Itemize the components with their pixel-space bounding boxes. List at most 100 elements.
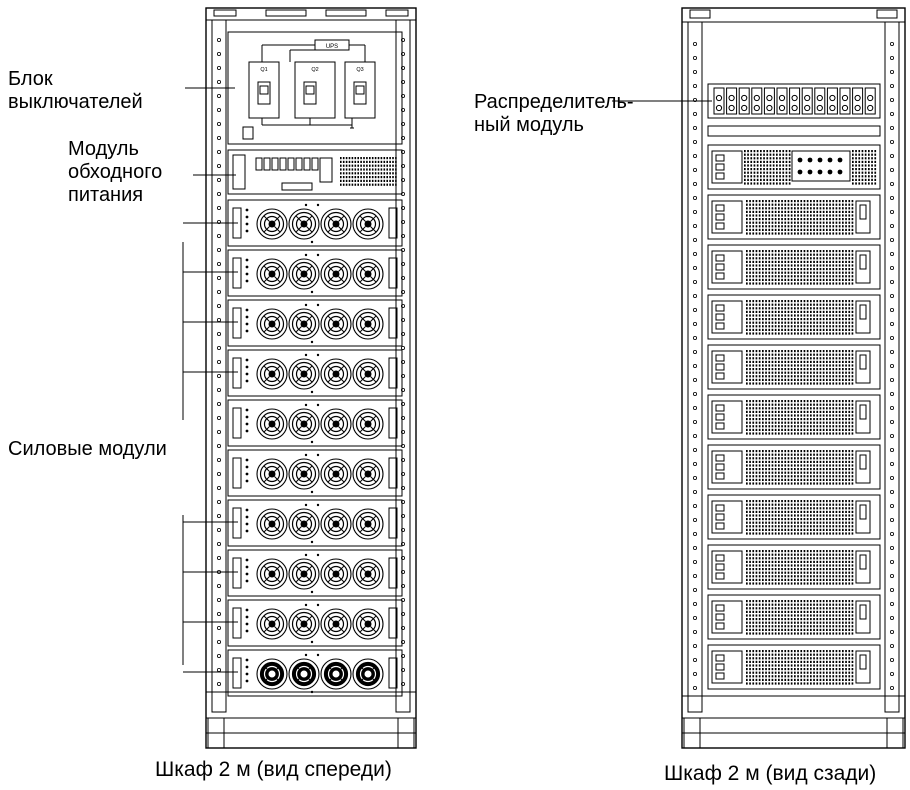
vent-slot (765, 200, 767, 203)
vent-slot (851, 410, 854, 413)
vent-slot (810, 468, 812, 471)
front-left-post (211, 19, 227, 713)
fan-spoke (274, 665, 281, 672)
vent-slot (813, 657, 815, 660)
vent-slot (819, 571, 822, 574)
power-module (227, 399, 403, 447)
vent-slot (826, 232, 828, 235)
vent-slot (774, 260, 777, 263)
vent-slot (794, 364, 796, 367)
vent-slot (755, 682, 758, 685)
vent-slot (813, 518, 815, 521)
vent-slot (810, 550, 812, 553)
vent-slot (778, 264, 780, 267)
vent-slot (758, 475, 761, 478)
vent-slot (822, 550, 825, 553)
vent-slot (838, 250, 841, 253)
vent-slot (794, 671, 796, 674)
vent-slot (816, 360, 819, 363)
vent-slot (752, 364, 755, 367)
vent-slot (835, 353, 838, 356)
vent-slot (746, 500, 748, 503)
vent-slot (797, 325, 799, 328)
vent-slot (822, 507, 825, 510)
vent-slot (383, 168, 386, 171)
vent-slot (822, 557, 825, 560)
vent-slot (797, 210, 799, 213)
vent-slot (829, 557, 831, 560)
vent-slot (765, 550, 767, 553)
rack-hole (693, 433, 698, 438)
vent-slot (819, 564, 822, 567)
vent-slot (800, 507, 803, 510)
vent-slot (797, 503, 799, 506)
terminal-dot (837, 169, 843, 175)
rear-vent-mesh (746, 400, 854, 435)
vent-slot (829, 264, 831, 267)
vent-slot (806, 475, 809, 478)
vent-slot (746, 650, 748, 653)
vent-slot (746, 568, 748, 571)
vent-slot (744, 160, 746, 163)
vent-slot (800, 464, 803, 467)
power-module-chassis (227, 349, 403, 397)
fan-ring (295, 315, 313, 333)
vent-slot (829, 625, 831, 628)
vent-slot (774, 610, 777, 613)
vent-slot (784, 214, 787, 217)
vent-slot (781, 414, 783, 417)
vent-slot (838, 621, 841, 624)
vent-slot (746, 471, 748, 474)
vent-slot (822, 482, 825, 485)
vent-slot (858, 153, 861, 156)
vent-slot (851, 350, 854, 353)
vent-slot (835, 418, 838, 421)
vent-slot (774, 600, 777, 603)
vent-slot (816, 614, 819, 617)
vent-slot (771, 514, 774, 517)
vent-slot (758, 471, 761, 474)
vent-slot (774, 250, 777, 253)
vent-slot (835, 650, 838, 653)
vent-slot (832, 260, 835, 263)
vent-slot (762, 471, 764, 474)
vent-slot (810, 671, 812, 674)
vent-slot (774, 307, 777, 310)
status-led (245, 629, 249, 633)
vent-slot (838, 268, 841, 271)
vent-slot (822, 225, 825, 228)
vent-slot (835, 514, 838, 517)
vent-slot (790, 200, 793, 203)
vent-slot (826, 310, 828, 313)
vent-slot (794, 307, 796, 310)
vent-slot (781, 557, 783, 560)
vent-slot (749, 678, 751, 681)
vent-slot (806, 207, 809, 210)
vent-slot (762, 353, 764, 356)
vent-slot (838, 225, 841, 228)
front-top-tab (325, 9, 367, 17)
vent-slot (746, 207, 748, 210)
vent-slot (784, 318, 787, 321)
vent-slot (762, 318, 764, 321)
vent-slot (806, 328, 809, 331)
rear-port (715, 522, 725, 530)
vent-slot (797, 400, 799, 403)
fan-icon (288, 608, 320, 640)
vent-slot (766, 153, 769, 156)
vent-slot (845, 453, 847, 456)
vent-slot (784, 600, 787, 603)
fan-guard (291, 361, 317, 387)
vent-slot (762, 375, 764, 378)
vent-slot (810, 253, 812, 256)
vent-slot (822, 203, 825, 206)
vent-slot (746, 557, 748, 560)
rack-hole (693, 377, 698, 382)
vent-slot (746, 657, 748, 660)
vent-slot (778, 318, 780, 321)
vent-slot (829, 621, 831, 624)
vent-slot (829, 575, 831, 578)
vent-slot (755, 428, 758, 431)
vent-slot (848, 378, 851, 381)
vent-slot (360, 172, 362, 175)
